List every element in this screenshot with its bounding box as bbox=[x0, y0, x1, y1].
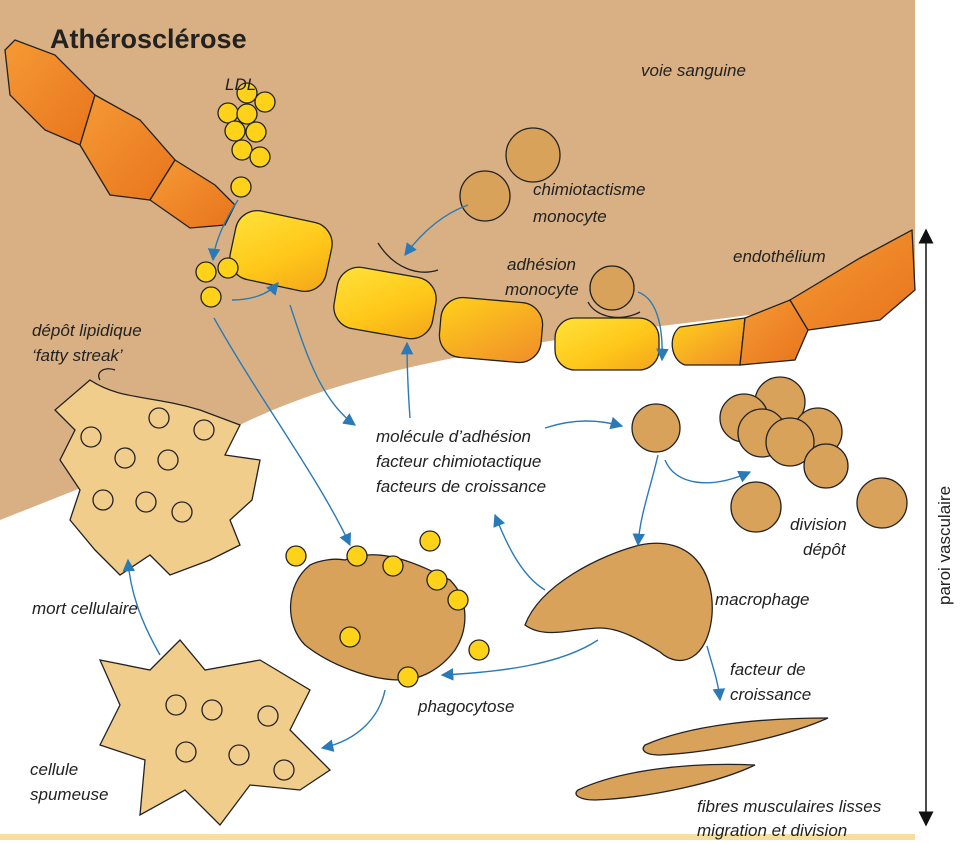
label-cellule: cellule bbox=[30, 760, 78, 779]
foam-cell bbox=[100, 640, 330, 825]
label-fibres-musculaires: fibres musculaires lisses bbox=[697, 797, 882, 816]
label-adhesion-monocyte: monocyte bbox=[505, 280, 579, 299]
label-molecule-adhesion: molécule d’adhésion bbox=[376, 427, 531, 446]
label-fatty-streak: ‘fatty streak’ bbox=[32, 346, 123, 365]
label-croissance: croissance bbox=[730, 685, 811, 704]
label-depot-lipidique: dépôt lipidique bbox=[32, 321, 142, 340]
label-endothelium: endothélium bbox=[733, 247, 826, 266]
label-division: division bbox=[790, 515, 847, 534]
label-facteurs-croissance: facteurs de croissance bbox=[376, 477, 546, 496]
endothelial-cell bbox=[555, 318, 659, 370]
diagram-title: Athérosclérose bbox=[50, 24, 247, 54]
smooth-muscle-fibre bbox=[576, 764, 755, 800]
label-adhesion: adhésion bbox=[507, 255, 576, 274]
macrophage-cell bbox=[525, 543, 712, 660]
label-paroi-vasculaire: paroi vasculaire bbox=[935, 486, 954, 605]
label-facteur-de: facteur de bbox=[730, 660, 806, 679]
label-voie-sanguine: voie sanguine bbox=[641, 61, 746, 80]
smooth-muscle-fibre bbox=[643, 718, 828, 755]
endothelial-cell bbox=[438, 296, 545, 365]
label-chimiotactisme-monocyte: monocyte bbox=[533, 207, 607, 226]
label-migration-division: migration et division bbox=[697, 821, 847, 840]
label-depot: dépôt bbox=[803, 540, 847, 559]
label-chimiotactisme: chimiotactisme bbox=[533, 180, 645, 199]
label-macrophage: macrophage bbox=[715, 590, 810, 609]
endothelial-cell bbox=[672, 318, 745, 365]
label-phagocytose: phagocytose bbox=[417, 697, 514, 716]
wall-monocytes bbox=[632, 377, 907, 532]
label-mort-cellulaire: mort cellulaire bbox=[32, 599, 138, 618]
label-ldl: LDL bbox=[225, 75, 256, 94]
label-spumeuse: spumeuse bbox=[30, 785, 108, 804]
label-facteur-chimiotactique: facteur chimiotactique bbox=[376, 452, 541, 471]
